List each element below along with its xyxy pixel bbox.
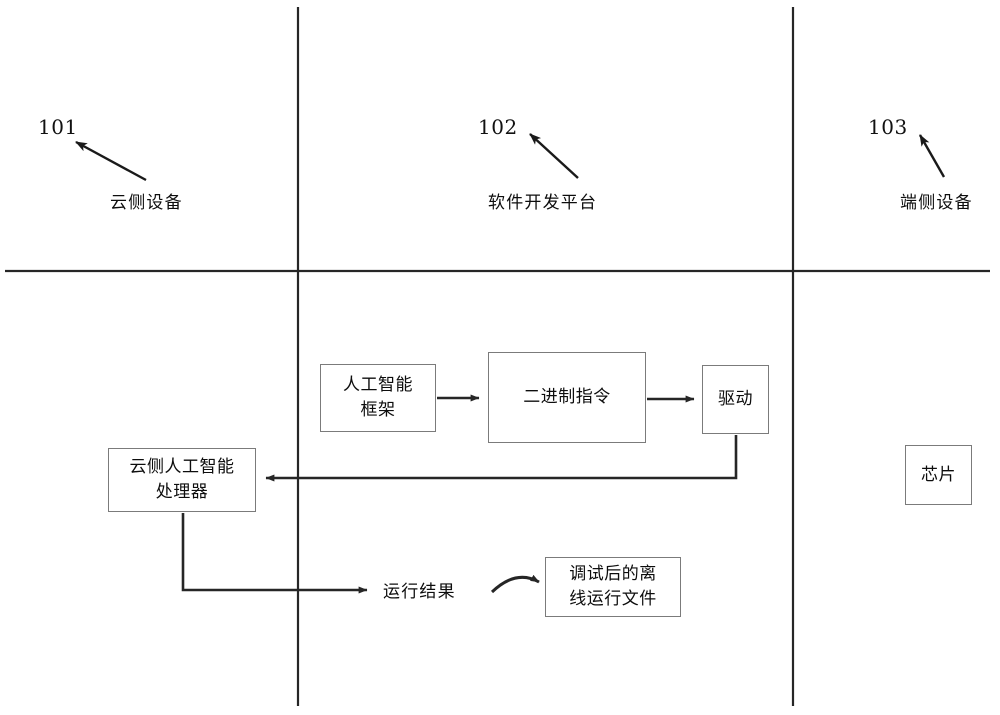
node-offline-run-file: 调试后的离 线运行文件 (545, 557, 681, 617)
zone-label-end-device: 端侧设备 (900, 193, 973, 213)
pointer-arrow-103 (918, 134, 946, 178)
reference-numeral-103: 103 (868, 115, 908, 139)
reference-numeral-101: 101 (38, 115, 78, 139)
node-binary-instruction: 二进制指令 (488, 352, 646, 443)
connector-driver-to-cloud-processor (265, 435, 738, 482)
node-cloud-ai-processor-label: 云侧人工智能 处理器 (129, 457, 235, 502)
node-ai-framework-label: 人工智能 框架 (343, 375, 413, 420)
node-chip-label: 芯片 (921, 464, 956, 485)
pointer-arrow-102 (529, 133, 579, 179)
connector-cloud-processor-to-run-result (181, 513, 368, 594)
zone-label-software-development-platform: 软件开发平台 (488, 193, 598, 213)
zone-pointer-arrows (75, 133, 946, 182)
connector-run-result-to-offline-file (490, 574, 540, 594)
edge-label-run-result: 运行结果 (383, 582, 456, 602)
node-ai-framework: 人工智能 框架 (320, 364, 436, 432)
node-chip: 芯片 (905, 445, 972, 505)
node-offline-run-file-label: 调试后的离 线运行文件 (569, 564, 657, 609)
node-binary-instruction-label: 二进制指令 (523, 387, 611, 408)
reference-numeral-102: 102 (478, 115, 518, 139)
node-driver: 驱动 (702, 365, 769, 434)
pointer-arrow-101 (75, 140, 147, 182)
flow-connectors (181, 394, 738, 594)
node-driver-label: 驱动 (718, 389, 753, 410)
zone-label-cloud-device: 云侧设备 (110, 193, 183, 213)
node-cloud-ai-processor: 云侧人工智能 处理器 (108, 448, 256, 512)
